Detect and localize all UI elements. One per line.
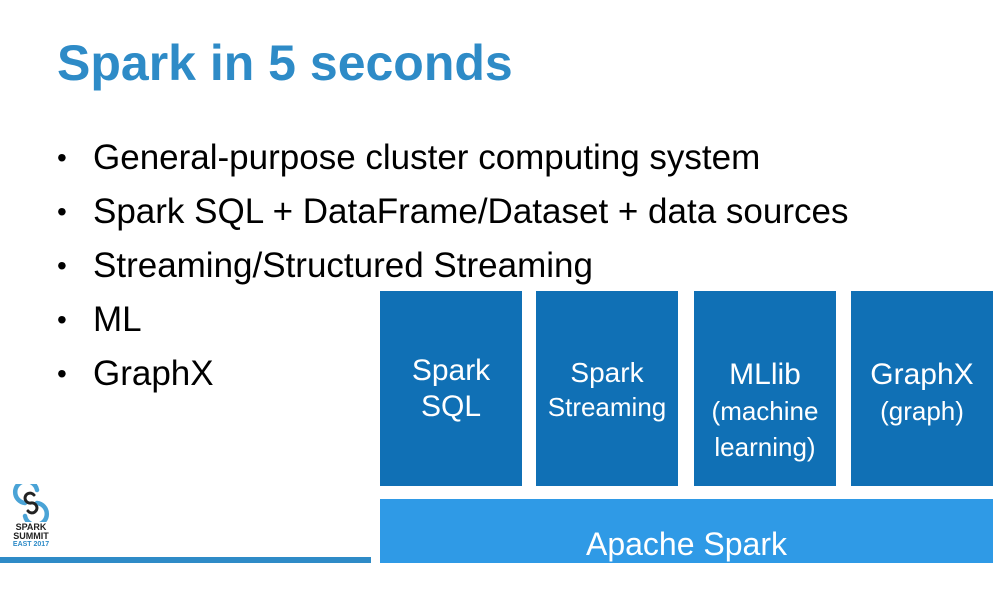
apache-spark-base: Apache Spark <box>380 499 993 563</box>
bullet-text: ML <box>93 300 142 339</box>
bullet-text: Streaming/Structured Streaming <box>93 246 593 285</box>
component-label: learning) <box>714 432 816 462</box>
bullet-dot-icon: • <box>57 358 67 389</box>
spark-stack-diagram: Spark SQL Spark Streaming MLlib (machine… <box>380 291 993 563</box>
spark-summit-s-icon <box>12 478 50 528</box>
bullet-item: • Streaming/Structured Streaming <box>57 246 848 300</box>
component-label: SQL <box>420 390 482 423</box>
component-spark-sql: Spark SQL <box>380 291 522 486</box>
slide-title: Spark in 5 seconds <box>57 35 513 91</box>
footer-accent-stripe <box>0 557 371 563</box>
component-label: Spark <box>570 357 644 388</box>
bullet-item: • Spark SQL + DataFrame/Dataset + data so… <box>57 192 848 246</box>
bullet-item: • ML <box>57 300 848 354</box>
component-spark-streaming: Spark Streaming <box>536 291 678 486</box>
logo-text-event: EAST 2017 <box>12 541 50 548</box>
bullet-list: • General-purpose cluster computing syste… <box>57 138 848 408</box>
bullet-item: • General-purpose cluster computing syste… <box>57 138 848 192</box>
component-label: GraphX <box>870 358 974 391</box>
component-label: MLlib <box>729 358 801 391</box>
logo-text-spark: SPARK <box>15 522 47 532</box>
bullet-dot-icon: • <box>57 196 67 227</box>
bullet-text: Spark SQL + DataFrame/Dataset + data sou… <box>93 192 849 231</box>
component-graphx: GraphX (graph) <box>851 291 993 486</box>
component-label: Spark <box>411 354 491 387</box>
spark-summit-logo: SPARK SUMMIT EAST 2017 <box>10 478 52 550</box>
component-mllib: MLlib (machine learning) <box>694 291 836 486</box>
bullet-dot-icon: • <box>57 250 67 281</box>
component-label: Streaming <box>547 392 667 422</box>
component-label: (machine <box>711 396 819 426</box>
component-label: (graph) <box>880 396 964 426</box>
bullet-text: General-purpose cluster computing system <box>93 138 761 177</box>
bullet-dot-icon: • <box>57 142 67 173</box>
bullet-text: GraphX <box>93 354 214 393</box>
bullet-dot-icon: • <box>57 304 67 335</box>
logo-text-summit: SUMMIT <box>13 531 49 541</box>
bullet-item: • GraphX <box>57 354 848 408</box>
